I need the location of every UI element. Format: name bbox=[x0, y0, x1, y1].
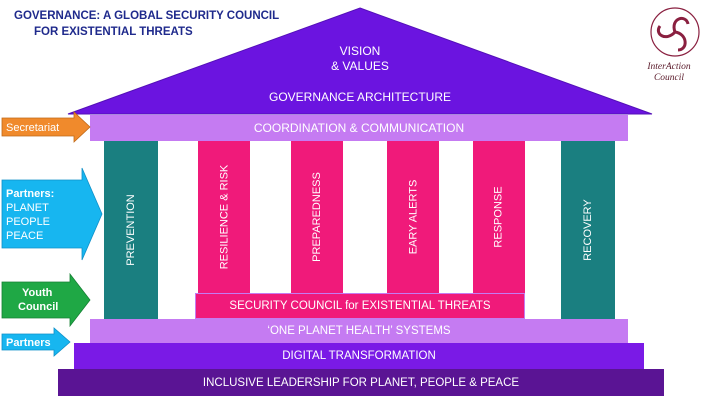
pillar-recovery: RECOVERY bbox=[561, 141, 615, 319]
partners-line-2: PLANET bbox=[6, 202, 49, 214]
pillar-recovery-label: RECOVERY bbox=[582, 199, 595, 261]
page-title: GOVERNANCE: A GLOBAL SECURITY COUNCIL FO… bbox=[14, 8, 314, 40]
roof-pediment bbox=[68, 8, 652, 114]
pillar-resilience-label: RESILIENCE & RISK bbox=[218, 164, 231, 270]
partners-bottom-arrow-shape bbox=[1, 327, 71, 357]
pillar-preparedness: PREPAREDNESS bbox=[291, 141, 343, 293]
youth-line-1: Youth bbox=[22, 287, 53, 299]
governance-architecture-label: GOVERNANCE ARCHITECTURE bbox=[268, 90, 452, 104]
title-line-2: FOR EXISTENTIAL THREATS bbox=[34, 26, 193, 38]
partners-line-3: PEOPLE bbox=[6, 216, 51, 228]
logo-line-2: Council bbox=[653, 73, 685, 83]
pillar-response: RESPONSE bbox=[473, 141, 525, 293]
secretariat-label: Secretariat bbox=[6, 122, 60, 134]
youth-line-2: Council bbox=[18, 301, 59, 313]
vision-line-2: & VALUES bbox=[331, 59, 389, 73]
pillar-response-label: RESPONSE bbox=[493, 186, 506, 248]
partners-bottom-label: Partners bbox=[6, 337, 51, 349]
coordination-bar: COORDINATION & COMMUNICATION bbox=[90, 115, 628, 141]
partners-planet-label: Partners: PLANET PEOPLE PEACE bbox=[6, 187, 54, 243]
pillar-prevention: PREVENTION bbox=[104, 141, 158, 319]
partners-arrow-shape bbox=[1, 167, 103, 261]
secretariat-arrow-shape bbox=[1, 111, 91, 143]
pillar-prevention-label: PREVENTION bbox=[125, 194, 138, 266]
pillar-preparedness-label: PREPAREDNESS bbox=[311, 172, 323, 262]
triskelion-icon bbox=[650, 7, 700, 57]
pillar-early-alerts: EARY ALERTS bbox=[387, 141, 439, 293]
step-one-planet-health: ‘ONE PLANET HEALTH’ SYSTEMS bbox=[90, 319, 628, 343]
partners-line-4: PEACE bbox=[6, 230, 44, 242]
security-council-bar: SECURITY COUNCIL for EXISTENTIAL THREATS bbox=[195, 293, 525, 319]
logo-line-1: InterAction bbox=[647, 62, 691, 72]
step-inclusive-leadership: INCLUSIVE LEADERSHIP FOR PLANET, PEOPLE … bbox=[58, 369, 664, 396]
youth-arrow-shape bbox=[1, 272, 91, 328]
interaction-council-logo bbox=[626, 4, 716, 96]
partners-line-1: Partners: bbox=[6, 188, 55, 200]
vision-line-1: VISION bbox=[339, 44, 381, 58]
step-digital-transformation: DIGITAL TRANSFORMATION bbox=[74, 343, 644, 369]
title-line-1: GOVERNANCE: A GLOBAL SECURITY COUNCIL bbox=[14, 10, 280, 22]
logo-wordmark: InterAction Council bbox=[622, 62, 716, 84]
vision-values-label: VISION & VALUES bbox=[300, 44, 420, 74]
pillar-resilience: RESILIENCE & RISK bbox=[198, 141, 250, 293]
youth-council-label: Youth Council bbox=[18, 286, 58, 314]
pillar-early-alerts-label: EARY ALERTS bbox=[407, 179, 420, 255]
left-arrows bbox=[1, 111, 103, 357]
